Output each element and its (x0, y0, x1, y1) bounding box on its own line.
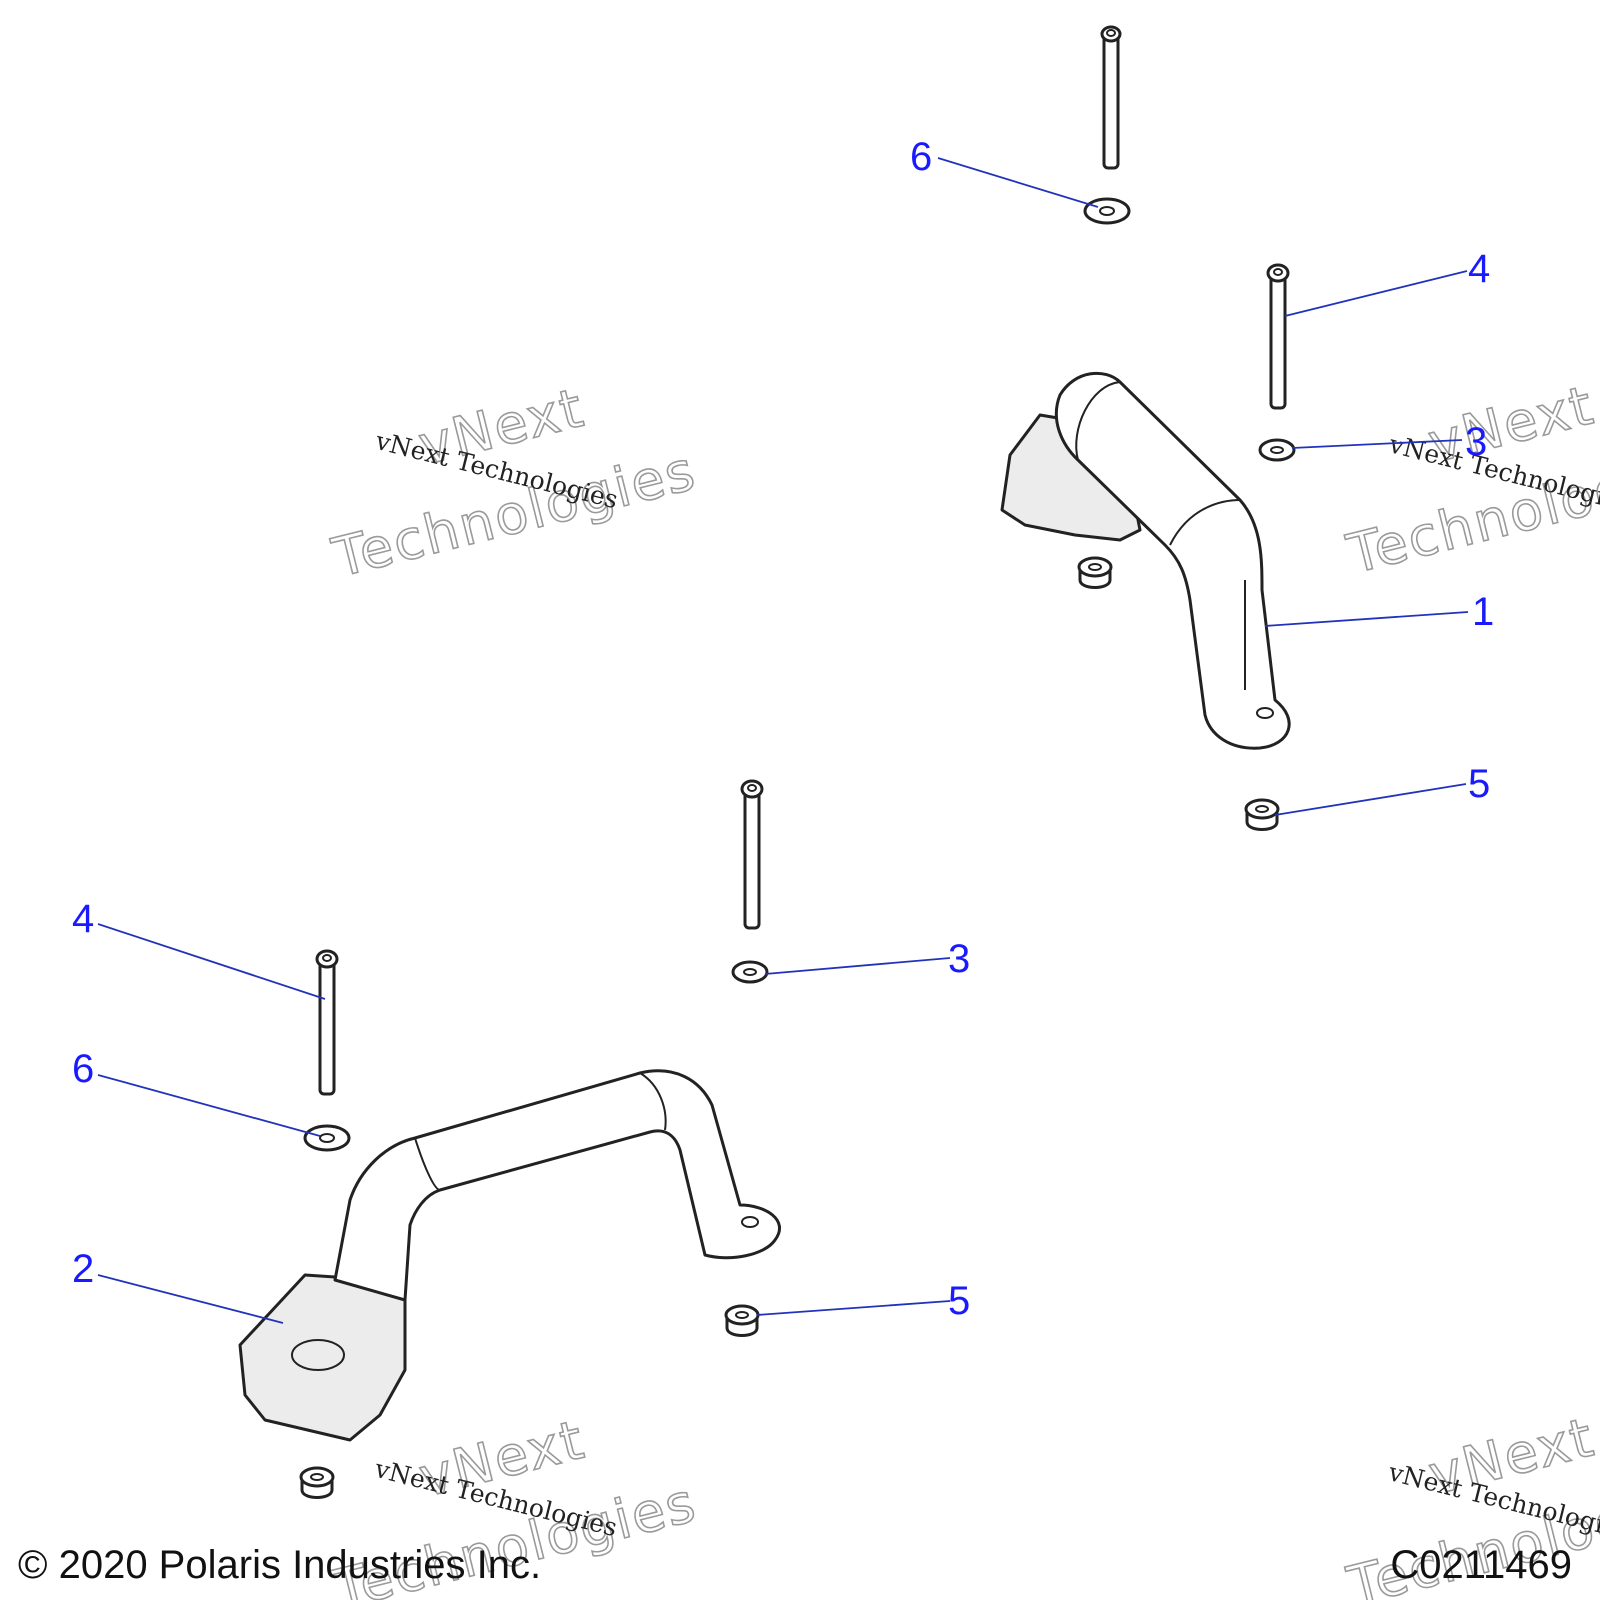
bolt-bottom-4 (315, 949, 339, 1096)
washer-bottom-3 (731, 960, 769, 984)
washer-bottom-6 (303, 1124, 351, 1152)
callout-bottom-6: 6 (72, 1047, 94, 1091)
nut-bottom-left (299, 1466, 335, 1499)
callout-top-5: 5 (1468, 762, 1490, 806)
bolt-top-4 (1266, 263, 1290, 410)
copyright-notice: © 2020 Polaris Industries Inc. (18, 1543, 542, 1587)
callout-top-3: 3 (1465, 420, 1487, 464)
callout-bottom-4: 4 (72, 897, 94, 941)
washer-top-6 (1083, 197, 1131, 225)
callout-bottom-3: 3 (948, 937, 970, 981)
nut-top-left (1077, 556, 1113, 589)
callout-top-1: 1 (1472, 590, 1494, 634)
callout-bottom-5: 5 (948, 1279, 970, 1323)
grab-handle-2 (238, 1069, 781, 1442)
washer-top-3 (1258, 438, 1296, 462)
nut-bottom-5 (724, 1304, 760, 1337)
callout-top-6: 6 (910, 135, 932, 179)
nut-top-5 (1244, 798, 1280, 831)
bolt-top-left (1100, 25, 1122, 170)
callout-bottom-2: 2 (72, 1247, 94, 1291)
leader-lines (97, 157, 1469, 1324)
grab-handle-1 (1000, 371, 1291, 750)
bolt-bottom-right (740, 779, 764, 930)
callout-top-4: 4 (1468, 247, 1490, 291)
drawing-number: C0211469 (1390, 1543, 1572, 1587)
